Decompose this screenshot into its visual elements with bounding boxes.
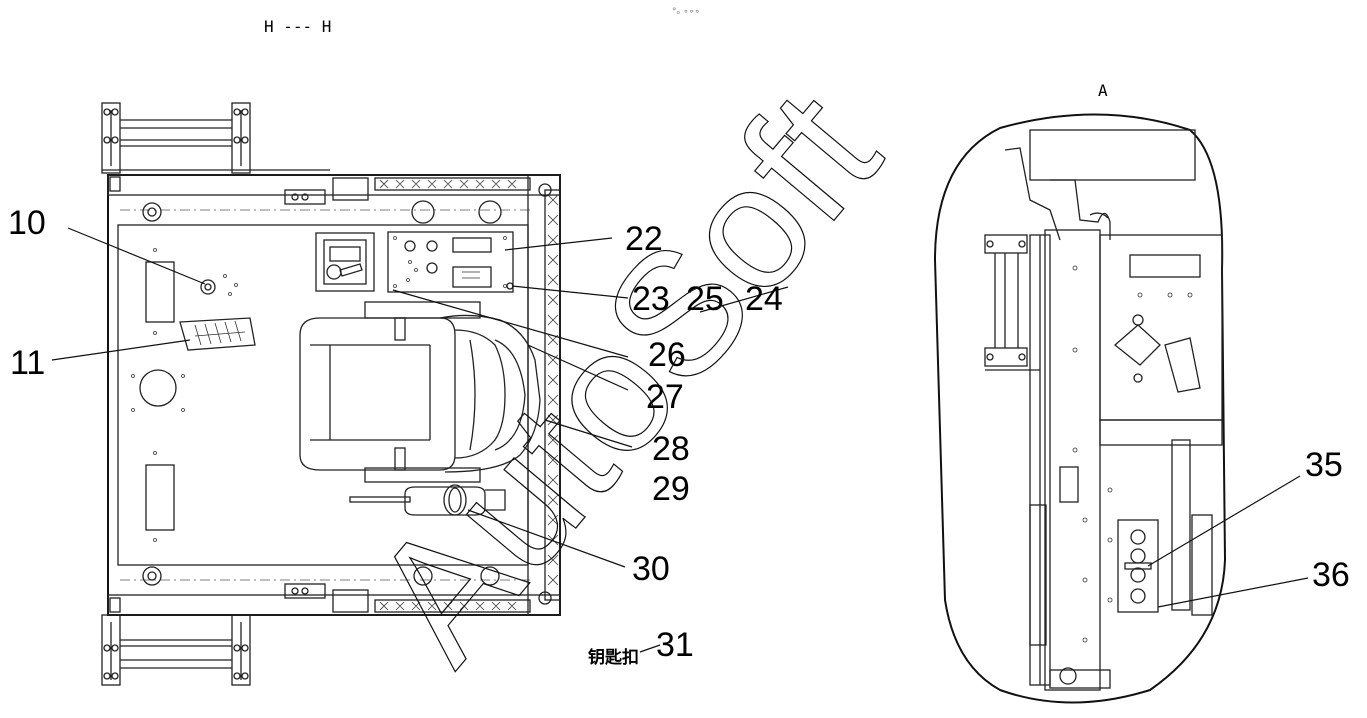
callout-23: 23 [632, 280, 670, 318]
callout-28: 28 [652, 430, 690, 468]
top-brackets [101, 102, 330, 174]
pedal [179, 317, 256, 351]
callout-27: 27 [646, 378, 684, 416]
callout-36: 36 [1312, 556, 1350, 594]
insulation-wall [374, 174, 561, 616]
callout-31: 31 [656, 626, 694, 664]
bottom-brackets [101, 614, 251, 686]
key-holder [349, 484, 506, 516]
toolbar-dots: °ₒ ∘∘∘ [672, 7, 700, 17]
watermark: AutoSoft [335, 57, 916, 697]
callout-25: 25 [686, 280, 724, 318]
callout-11: 11 [10, 344, 45, 382]
callout-30: 30 [632, 550, 670, 588]
callout-10: 10 [8, 204, 46, 242]
callout-22: 22 [625, 220, 663, 258]
plan-view-h-h [101, 102, 561, 686]
key-ring-label: 钥匙扣 [588, 647, 639, 668]
section-label: H --- H [264, 17, 331, 36]
driver-seat [299, 301, 541, 483]
callout-29: 29 [652, 470, 690, 508]
callout-26: 26 [648, 336, 686, 374]
detail-a-view [933, 113, 1227, 704]
leader-lines [51, 227, 789, 653]
callout-24: 24 [745, 280, 783, 318]
detail-label: A [1098, 81, 1108, 100]
callout-35: 35 [1305, 446, 1343, 484]
control-panel [315, 231, 514, 293]
